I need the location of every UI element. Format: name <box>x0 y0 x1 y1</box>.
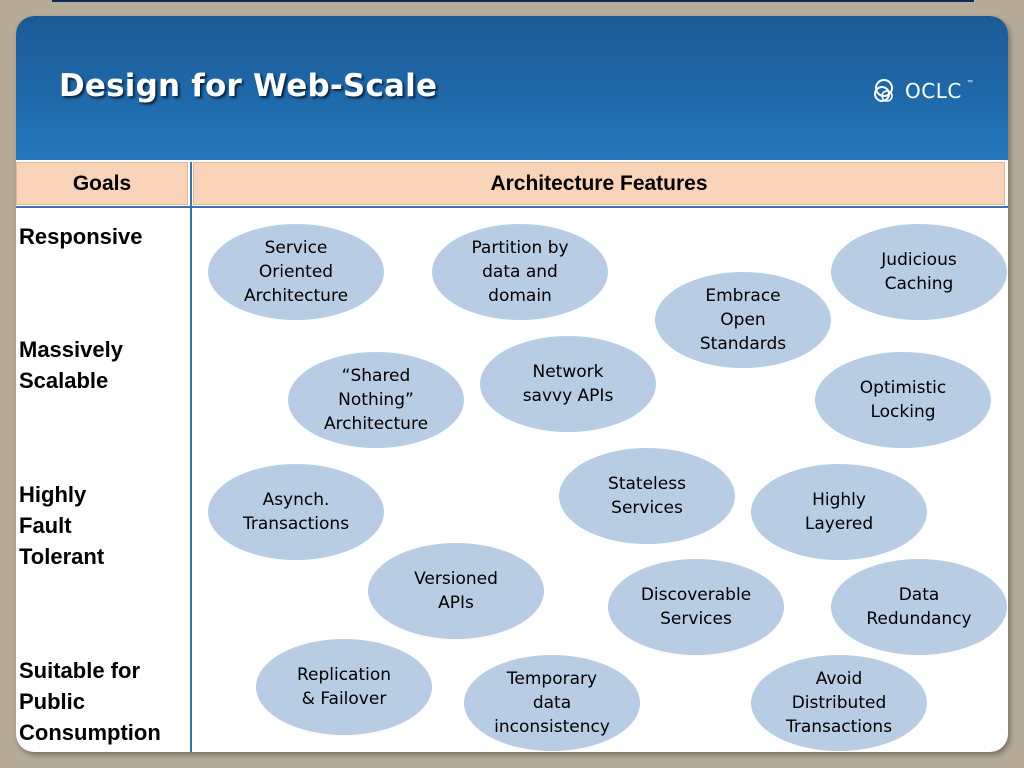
feature-versioned-apis: Versioned APIs <box>368 543 544 639</box>
goals-header-label: Goals <box>72 171 132 195</box>
feature-judicious-caching: Judicious Caching <box>831 224 1007 320</box>
goal-highly-fault-tolerant: Highly Fault Tolerant <box>19 482 105 569</box>
feature-replication-and-failover: Replication & Failover <box>256 639 432 735</box>
oclc-logo-icon <box>874 79 893 102</box>
goal-responsive: Responsive <box>19 224 143 249</box>
architecture-features-header: Architecture Features <box>193 162 1005 205</box>
feature-avoid-distributed-transactions: Avoid Distributed Transactions <box>751 655 927 751</box>
header-divider <box>16 206 1008 208</box>
architecture-features-header-label: Architecture Features <box>490 171 708 195</box>
feature-network-savvy-apis: Network savvy APIs <box>480 336 656 432</box>
feature-optimistic-locking: Optimistic Locking <box>815 352 991 448</box>
slide: Design for Web-Scale OCLC ™ Goals Archit… <box>16 16 1008 752</box>
feature-partition-by-data-and-domain: Partition by data and domain <box>432 224 608 320</box>
feature-service-oriented-architecture: Service Oriented Architecture <box>208 224 384 320</box>
oclc-logo: OCLC ™ <box>872 74 973 108</box>
slide-title: Design for Web-Scale <box>59 68 438 104</box>
feature-discoverable-services: Discoverable Services <box>608 559 784 655</box>
goal-massively-scalable: Massively Scalable <box>19 337 123 393</box>
feature-data-redundancy: Data Redundancy <box>831 559 1007 655</box>
logo-trademark: ™ <box>966 80 973 86</box>
slide-header: Design for Web-Scale OCLC ™ <box>16 16 1008 160</box>
feature-temporary-data-inconsistency: Temporary data inconsistency <box>464 655 640 751</box>
feature-stateless-services: Stateless Services <box>559 448 735 544</box>
feature-highly-layered: Highly Layered <box>751 464 927 560</box>
feature-shared-nothing-architecture: “Shared Nothing” Architecture <box>288 352 464 448</box>
column-divider <box>190 162 192 752</box>
feature-embrace-open-standards: Embrace Open Standards <box>655 272 831 368</box>
goal-suitable-for-public-consumption: Suitable for Public Consumption <box>19 658 161 745</box>
feature-asynch-transactions: Asynch. Transactions <box>208 464 384 560</box>
top-rule <box>52 0 974 2</box>
logo-text: OCLC <box>905 79 962 103</box>
goals-header: Goals <box>16 162 188 205</box>
